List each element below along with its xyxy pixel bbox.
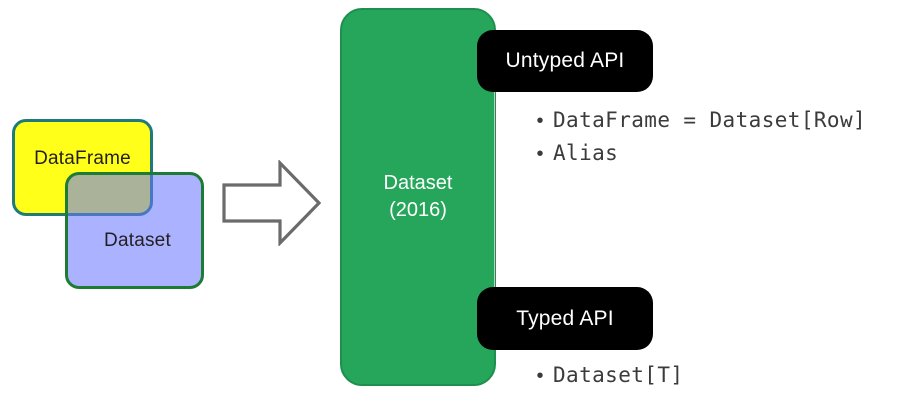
bullet-text: Alias	[553, 141, 619, 165]
untyped-api-bullet-list: • DataFrame = Dataset[Row] • Alias	[527, 108, 866, 174]
typed-api-bullet-list: • Dataset[T]	[527, 363, 683, 396]
untyped-api-label: Untyped API	[505, 49, 625, 72]
right-arrow-icon	[222, 160, 321, 246]
bullet-marker-icon: •	[536, 110, 544, 132]
dataset-box-label: Dataset	[104, 229, 171, 251]
bullet-marker-icon: •	[536, 143, 544, 165]
list-item: • Alias	[527, 141, 866, 174]
typed-api-pill: Typed API	[477, 287, 653, 350]
bullet-marker-icon: •	[536, 365, 544, 387]
dataset-2016-label: Dataset (2016)	[383, 172, 453, 221]
list-item: • DataFrame = Dataset[Row]	[527, 108, 866, 141]
typed-api-label: Typed API	[516, 306, 614, 330]
bullet-text: Dataset[T]	[553, 363, 684, 387]
bullet-text: DataFrame = Dataset[Row]	[553, 108, 867, 132]
untyped-api-pill: Untyped API	[477, 30, 653, 92]
section-divider	[494, 60, 495, 322]
list-item: • Dataset[T]	[527, 363, 683, 396]
dataset-2016-box: Dataset (2016)	[340, 8, 496, 386]
dataframe-box-label: DataFrame	[34, 147, 131, 169]
dataset-box: Dataset	[65, 172, 204, 289]
